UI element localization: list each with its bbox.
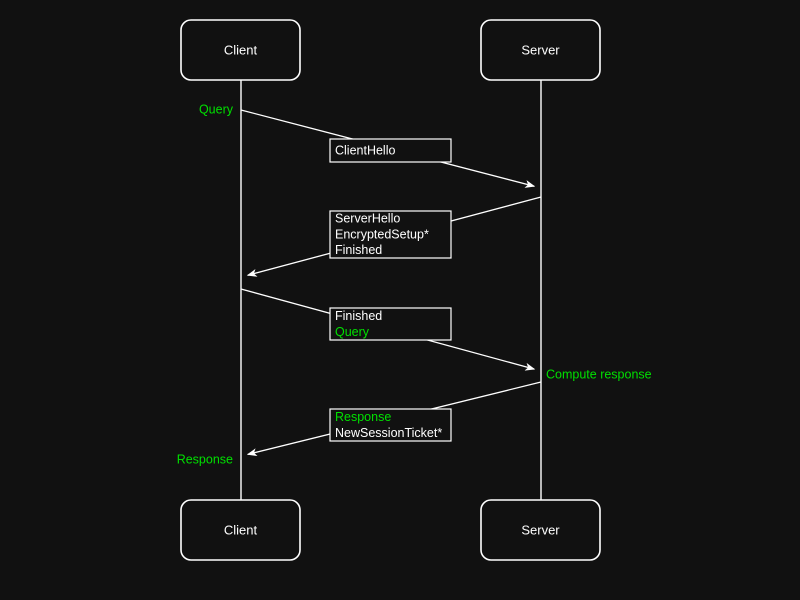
message-label-box-finished-query[interactable]	[329, 307, 452, 341]
message-label-client-hello-line-1: ClientHello	[335, 143, 395, 157]
message-label-server-hello-line-1: ServerHello	[335, 212, 400, 226]
note-compute-response: Compute response	[546, 367, 652, 381]
participant-server-top-box[interactable]	[480, 19, 601, 81]
message-label-box-client-hello[interactable]	[329, 138, 452, 163]
message-label-finished-query-line-2: Query	[335, 325, 370, 339]
note-query: Query	[199, 102, 234, 116]
lifelines	[240, 80, 542, 500]
message-label-finished-query-line-1: Finished	[335, 309, 382, 323]
participant-server-top-label: Server	[521, 42, 560, 57]
participant-client-bottom-box[interactable]	[180, 499, 301, 561]
participant-client-top-box[interactable]	[180, 19, 301, 81]
message-label-box-server-hello[interactable]	[329, 210, 452, 259]
participant-client-top-label: Client	[224, 42, 258, 57]
participant-server-bottom-label: Server	[521, 522, 560, 537]
note-response: Response	[177, 452, 233, 466]
message-label-response-ticket-line-2: NewSessionTicket*	[335, 426, 442, 440]
message-label-server-hello-line-2: EncryptedSetup*	[335, 227, 429, 241]
message-label-box-response-ticket[interactable]	[329, 408, 452, 442]
participant-client-bottom-label: Client	[224, 522, 258, 537]
participant-server-bottom-box[interactable]	[480, 499, 601, 561]
message-label-server-hello-line-3: Finished	[335, 243, 382, 257]
message-label-response-ticket-line-1: Response	[335, 410, 391, 424]
